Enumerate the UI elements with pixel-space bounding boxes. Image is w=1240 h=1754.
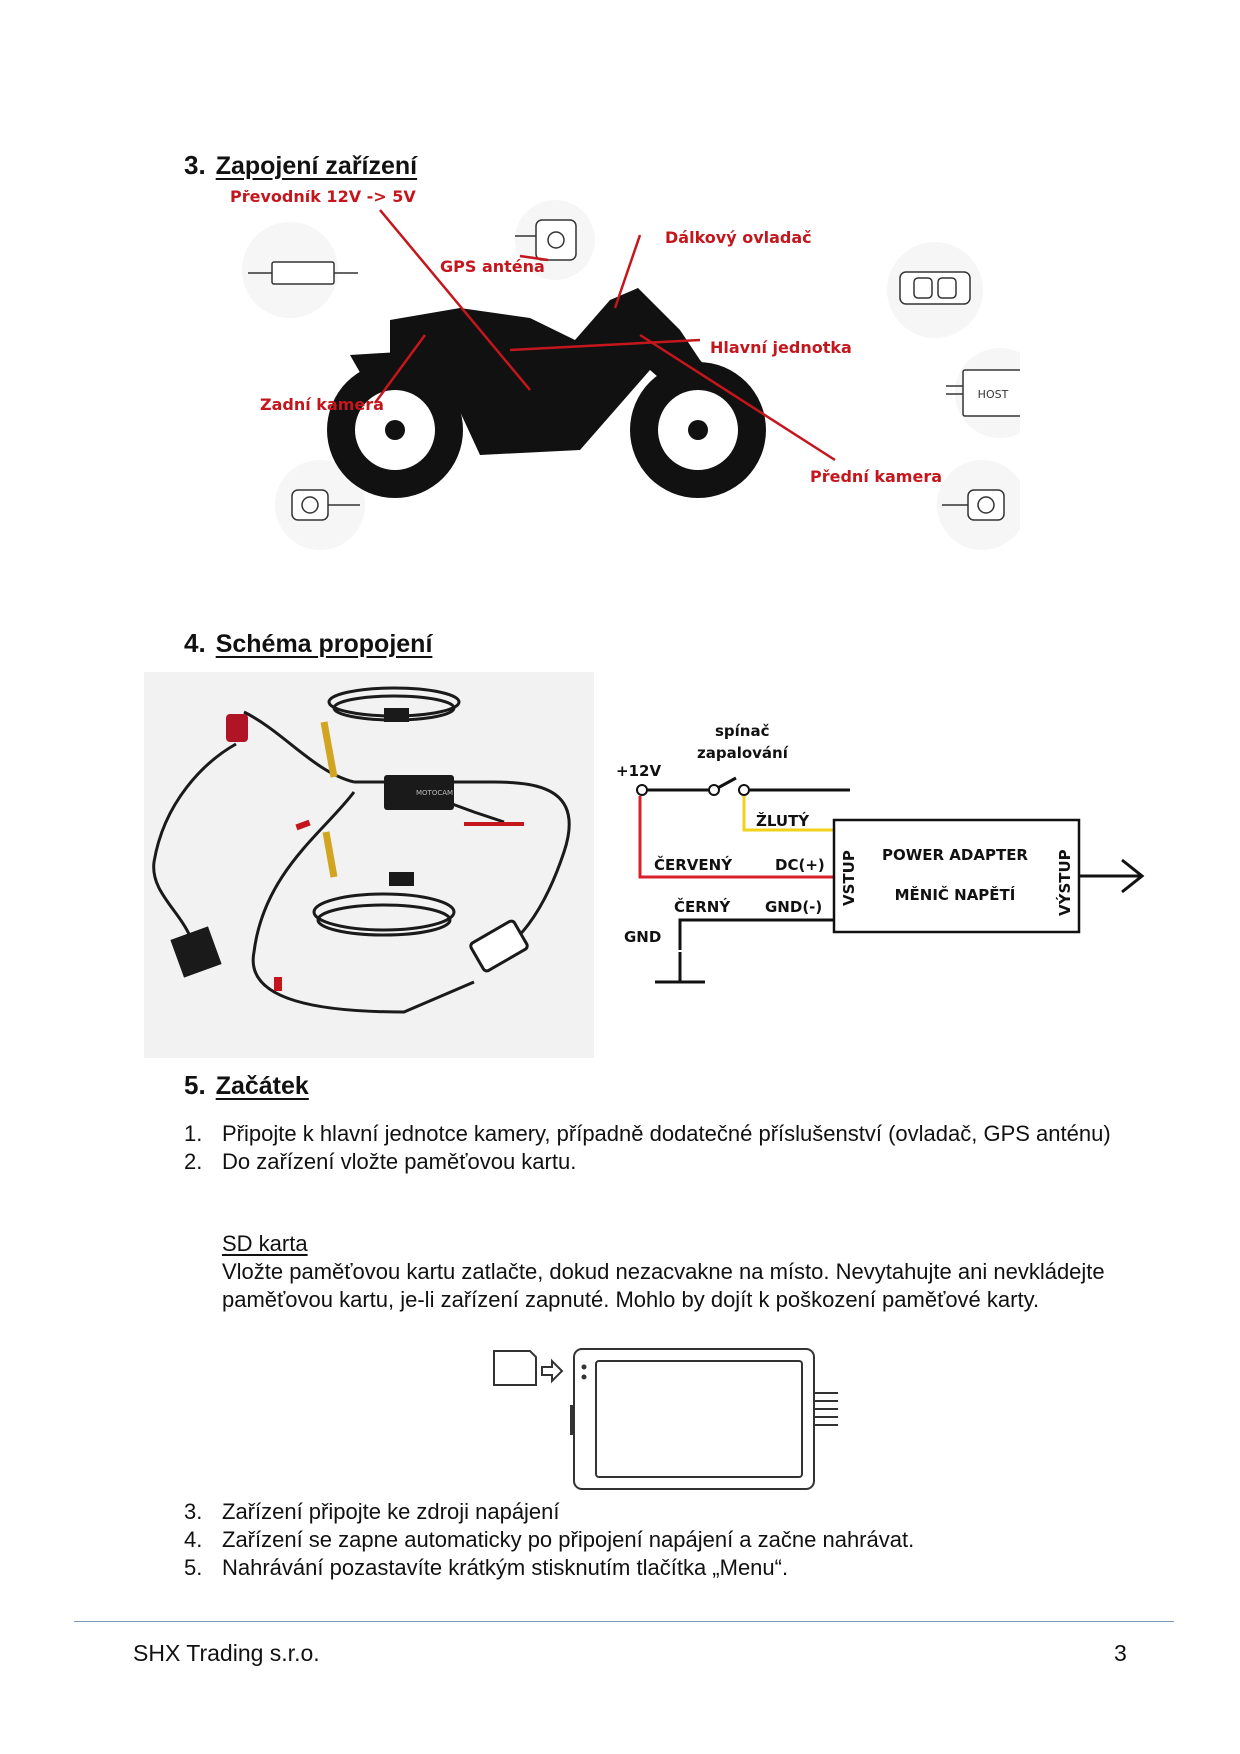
section-title: Začátek — [215, 1072, 309, 1100]
arrow-right-icon — [541, 1358, 564, 1384]
list-item: 3. Zařízení připojte ke zdroji napájení — [184, 1498, 1114, 1526]
label-converter: Převodník 12V -> 5V — [230, 190, 416, 206]
front-camera-icon — [942, 489, 1005, 521]
switch-label-2: zapalování — [697, 744, 789, 762]
device-screen — [595, 1360, 803, 1478]
step-text: Zařízení připojte ke zdroji napájení — [222, 1499, 560, 1524]
section-number: 3. — [184, 150, 206, 180]
rear-camera-icon — [291, 489, 360, 521]
input-label: VSTUP — [840, 850, 858, 906]
host-label: HOST — [978, 388, 1009, 401]
gnd-minus-label: GND(-) — [765, 898, 822, 916]
switch-label-1: spínač — [715, 722, 770, 740]
list-item: 4. Zařízení se zapne automaticky po přip… — [184, 1526, 1114, 1554]
output-label: VÝSTUP — [1055, 849, 1074, 916]
page-number: 3 — [1114, 1640, 1127, 1666]
sd-card-block: SD karta Vložte paměťovou kartu zatlačte… — [222, 1230, 1122, 1314]
step-text: Do zařízení vložte paměťovou kartu. — [222, 1149, 577, 1174]
section-4-heading: 4. Schéma propojení — [184, 628, 432, 659]
list-item: 1. Připojte k hlavní jednotce kamery, př… — [184, 1120, 1114, 1148]
converter-icon — [248, 261, 358, 285]
section-5-heading: 5. Začátek — [184, 1070, 309, 1101]
motorcycle-wiring-figure: HOST Převodník 12V -> 5V GPS anténa D — [230, 190, 1020, 550]
adapter-title-2: MĚNIČ NAPĚTÍ — [895, 885, 1016, 904]
section-number: 5. — [184, 1070, 206, 1100]
label-remote: Dálkový ovladač — [665, 228, 812, 247]
section-title: Zapojení zařízení — [215, 152, 418, 180]
cable-kit-photo: MOTOCAM — [144, 672, 594, 1058]
sd-card-text: Vložte paměťovou kartu zatlačte, dokud n… — [222, 1259, 1105, 1312]
footer-company: SHX Trading s.r.o. — [133, 1640, 320, 1666]
yellow-wire-label: ŽLUTÝ — [756, 811, 810, 830]
step-number: 4. — [184, 1527, 203, 1552]
footer-divider — [74, 1621, 1174, 1622]
step-text: Připojte k hlavní jednotce kamery, přípa… — [222, 1121, 1111, 1146]
label-gps: GPS anténa — [440, 257, 545, 276]
black-wire-label: ČERNÝ — [674, 897, 731, 916]
host-unit-icon: HOST — [946, 369, 1020, 417]
step-text: Nahrávání pozastavíte krátkým stisknutím… — [222, 1555, 789, 1580]
output-arrow-icon — [1080, 858, 1145, 894]
step-text: Zařízení se zapne automaticky po připoje… — [222, 1527, 915, 1552]
section-number: 4. — [184, 628, 206, 658]
main-unit-brand: MOTOCAM — [416, 789, 453, 797]
sd-card-heading: SD karta — [222, 1231, 308, 1256]
list-item: 5. Nahrávání pozastavíte krátkým stisknu… — [184, 1554, 1114, 1582]
gps-antenna-icon — [515, 219, 577, 261]
section-title: Schéma propojení — [215, 630, 433, 658]
steps-list-b: 3. Zařízení připojte ke zdroji napájení … — [184, 1498, 1114, 1582]
label-rear-camera: Zadní kamera — [260, 395, 384, 414]
adapter-title-1: POWER ADAPTER — [882, 846, 1028, 864]
steps-list-a: 1. Připojte k hlavní jednotce kamery, př… — [184, 1120, 1114, 1176]
list-item: 2. Do zařízení vložte paměťovou kartu. — [184, 1148, 1114, 1176]
step-number: 5. — [184, 1555, 203, 1580]
step-number: 3. — [184, 1499, 203, 1524]
sd-card-icon — [493, 1350, 537, 1386]
power-adapter-schema: spínač zapalování +12V ŽLUTÝ ČERVENÝ DC(… — [616, 722, 1145, 984]
red-wire-label: ČERVENÝ — [654, 855, 733, 874]
remote-control-icon — [899, 271, 971, 305]
section-3-heading: 3. Zapojení zařízení — [184, 150, 417, 181]
sd-card-insert-illustration — [493, 1348, 838, 1490]
plus12v-label: +12V — [616, 762, 661, 780]
motorcycle-silhouette — [327, 288, 766, 498]
dc-plus-label: DC(+) — [775, 856, 825, 874]
step-number: 2. — [184, 1149, 203, 1174]
step-number: 1. — [184, 1121, 203, 1146]
label-main-unit: Hlavní jednotka — [710, 338, 852, 357]
label-front-camera: Přední kamera — [810, 467, 942, 486]
gnd-label: GND — [624, 928, 661, 946]
